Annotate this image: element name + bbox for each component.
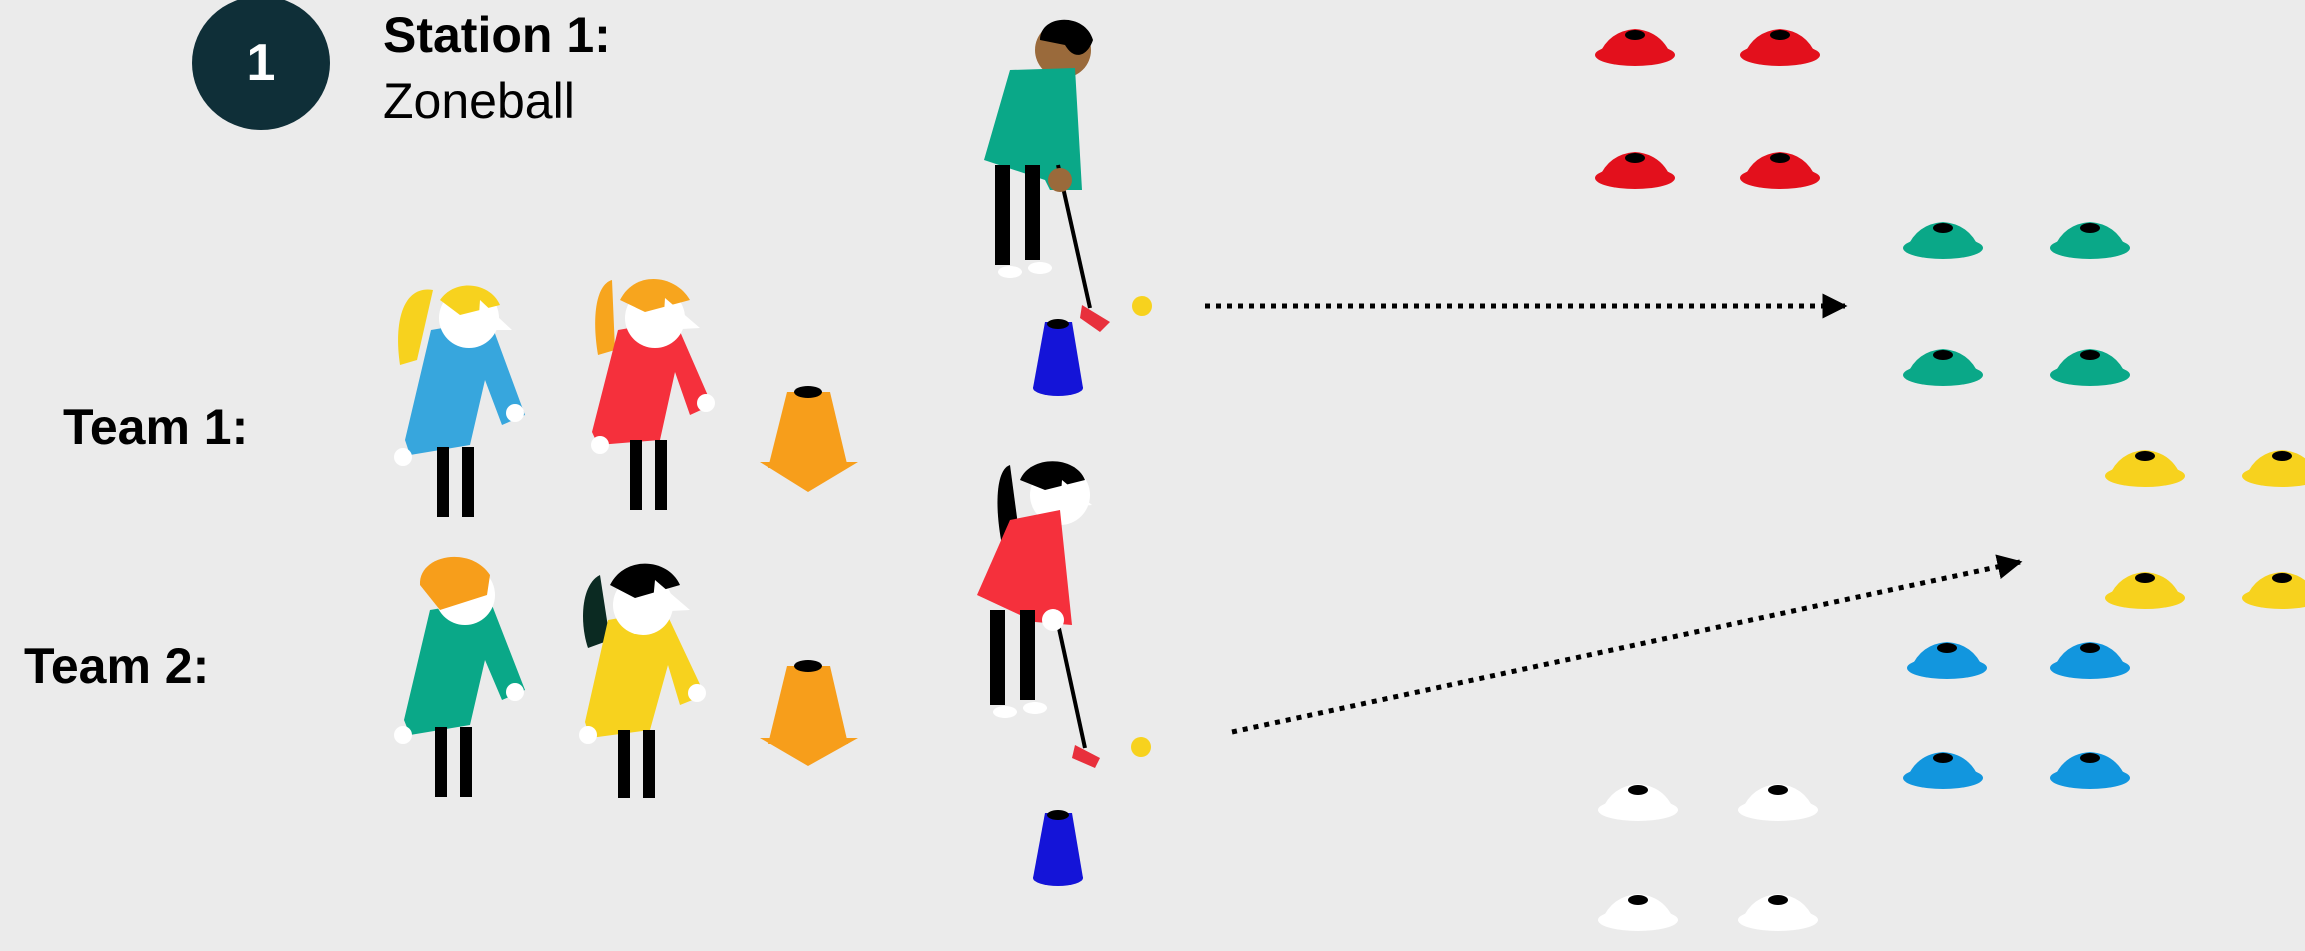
disc-cone-red [1595,29,1675,66]
ball-bottom [1131,737,1151,757]
disc-cone-green [1903,349,1983,386]
disc-cone-green [1903,222,1983,259]
player-team1-blue [394,285,525,517]
disc-cone-red [1740,152,1820,189]
disc-cone-green [2050,222,2130,259]
arrow-team2 [1232,562,2020,732]
disc-cone-white [1598,894,1678,931]
orange-cone-team1 [758,386,860,492]
disc-cone-blue [2050,642,2130,679]
player-active-bottom [977,461,1100,768]
disc-cone-white [1738,784,1818,821]
disc-cone-blue [1907,642,1987,679]
disc-cone-white [1598,784,1678,821]
disc-cone-yellow [2105,572,2185,609]
player-team2-yellow [579,564,706,798]
disc-cone-white [1738,894,1818,931]
zone-yellow [2105,450,2305,609]
disc-cone-green [2050,349,2130,386]
blue-cone-top [1033,319,1083,396]
disc-cone-yellow [2105,450,2185,487]
zone-blue [1903,642,2130,789]
orange-cone-team2 [760,660,858,766]
disc-cone-yellow [2242,572,2305,609]
disc-cone-blue [1903,752,1983,789]
player-team2-green [394,557,525,797]
disc-cone-red [1595,152,1675,189]
zone-white [1598,784,1818,931]
zone-red [1595,29,1820,189]
zone-green [1903,222,2130,386]
blue-cone-bottom [1033,810,1083,886]
disc-cone-blue [2050,752,2130,789]
disc-cone-red [1740,29,1820,66]
ball-top [1132,296,1152,316]
player-team1-red [591,279,715,510]
player-active-top [984,20,1110,332]
disc-cone-yellow [2242,450,2305,487]
